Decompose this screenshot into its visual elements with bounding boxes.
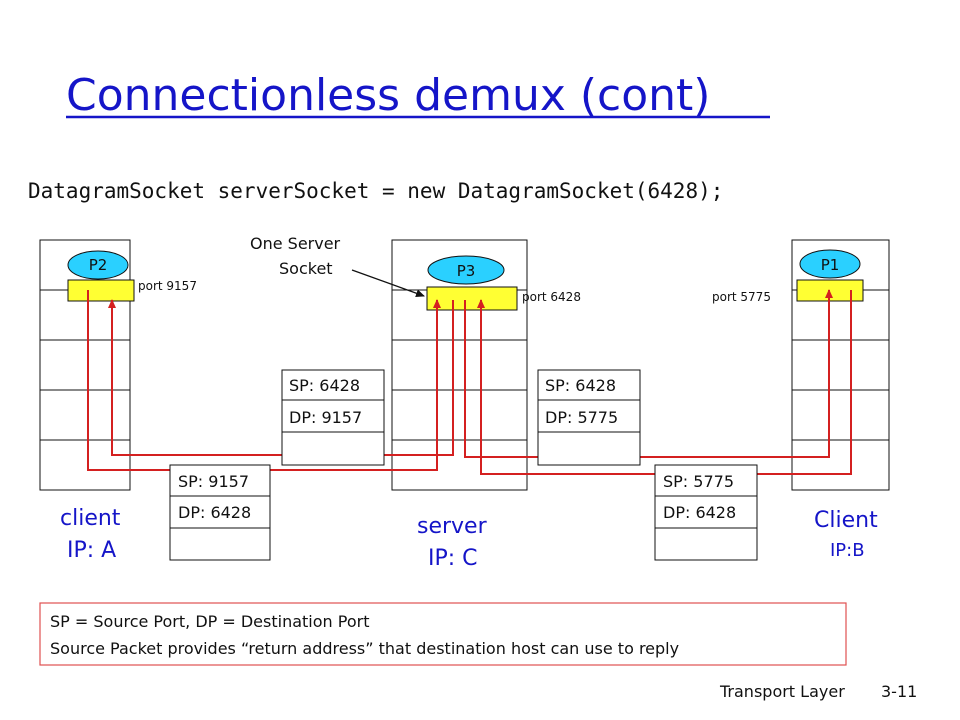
host-server: P3 port 6428 bbox=[391, 239, 581, 491]
segment-box bbox=[654, 464, 758, 561]
segment-a-to-server: SP: 9157 DP: 6428 bbox=[169, 464, 271, 561]
legend-line-2: Source Packet provides “return address” … bbox=[50, 639, 679, 658]
segment-box bbox=[169, 464, 271, 561]
legend-box bbox=[39, 602, 847, 666]
host-label-client-b: Client bbox=[814, 508, 878, 533]
process-p3-label: P3 bbox=[457, 262, 476, 280]
slide-title: Connectionless demux (cont) bbox=[66, 70, 710, 121]
path-server-to-b bbox=[464, 289, 833, 458]
callout-arrow bbox=[351, 269, 425, 298]
segment-server-to-a: SP: 6428 DP: 9157 bbox=[281, 369, 385, 466]
segment-source-port: SP: 6428 bbox=[545, 376, 616, 395]
segment-dest-port: DP: 6428 bbox=[663, 503, 736, 522]
process-p1-label: P1 bbox=[821, 256, 840, 274]
host-label-server: server bbox=[417, 514, 488, 539]
callout-line-1: One Server bbox=[250, 234, 341, 253]
port-label-client-b: port 5775 bbox=[712, 290, 771, 304]
process-p3 bbox=[427, 255, 505, 285]
segment-b-to-server: SP: 5775 DP: 6428 bbox=[654, 464, 758, 561]
segment-box bbox=[281, 369, 385, 466]
segment-source-port: SP: 9157 bbox=[178, 472, 249, 491]
process-p1 bbox=[799, 249, 861, 279]
footer-course: Transport Layer bbox=[719, 682, 845, 701]
port-label-client-a: port 9157 bbox=[138, 279, 197, 293]
segment-server-to-b: SP: 6428 DP: 5775 bbox=[537, 369, 641, 466]
socket-server bbox=[426, 286, 518, 311]
legend-line-1: SP = Source Port, DP = Destination Port bbox=[50, 612, 369, 631]
segment-source-port: SP: 5775 bbox=[663, 472, 734, 491]
host-client-a: P2 port 9157 bbox=[39, 239, 197, 491]
process-p2 bbox=[67, 250, 129, 280]
socket-client-a bbox=[67, 279, 135, 302]
segment-dest-port: DP: 5775 bbox=[545, 408, 618, 427]
code-line: DatagramSocket serverSocket = new Datagr… bbox=[28, 179, 723, 203]
port-label-server: port 6428 bbox=[522, 290, 581, 304]
host-label-client-a: client bbox=[60, 506, 121, 531]
segment-dest-port: DP: 9157 bbox=[289, 408, 362, 427]
host-sub-client-a: IP: A bbox=[67, 538, 116, 563]
process-p2-label: P2 bbox=[89, 256, 108, 274]
footer-page-number: 3-11 bbox=[881, 682, 917, 701]
host-client-b: P1 port 5775 bbox=[712, 239, 890, 491]
segment-box bbox=[537, 369, 641, 466]
segment-dest-port: DP: 6428 bbox=[178, 503, 251, 522]
host-sub-server: IP: C bbox=[428, 546, 478, 571]
segment-source-port: SP: 6428 bbox=[289, 376, 360, 395]
host-sub-client-b: IP:B bbox=[830, 540, 865, 561]
callout-line-2: Socket bbox=[279, 259, 333, 278]
path-a-to-server bbox=[87, 290, 441, 471]
